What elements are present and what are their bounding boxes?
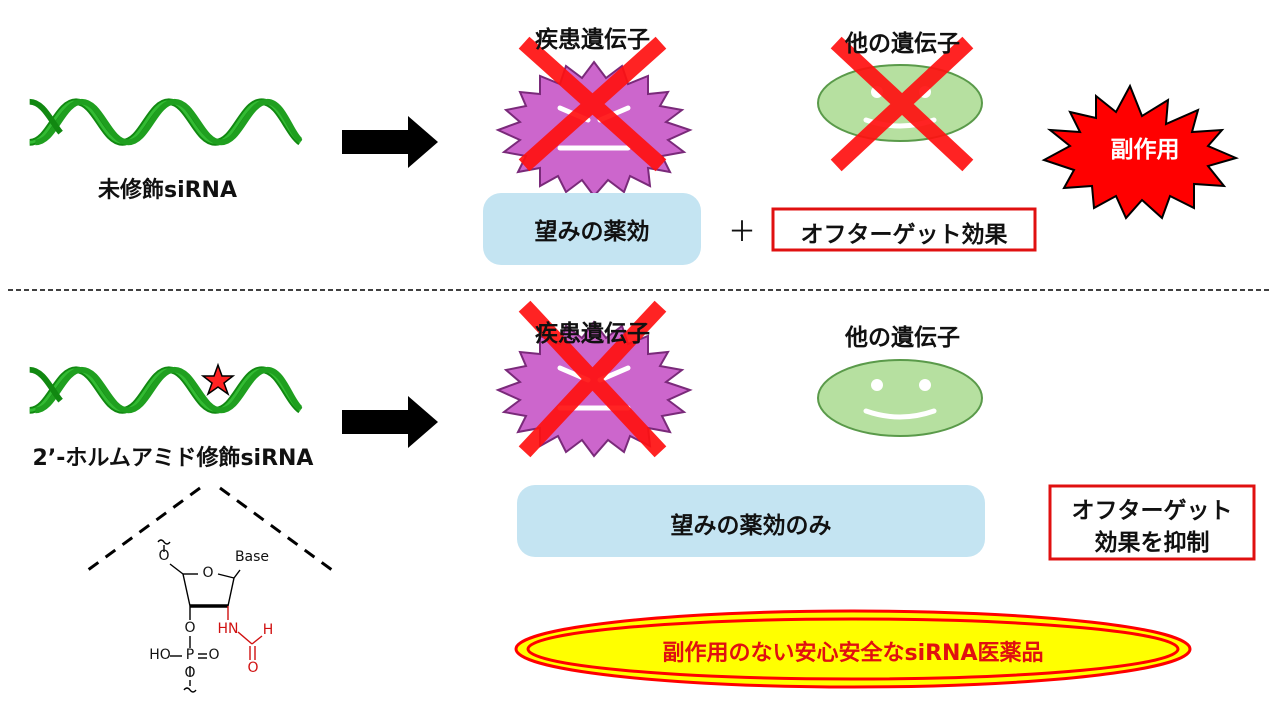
atom-p: P <box>185 647 195 663</box>
desired-effect-only-box <box>517 485 985 557</box>
sirna-label-bottom: 2’-ホルムアミド修飾siRNA <box>32 446 314 471</box>
disease-gene-icon-top <box>495 60 693 198</box>
atom-carbonyl-o: O <box>247 660 259 676</box>
helix-modified <box>30 362 301 410</box>
atom-o3: O <box>184 620 196 636</box>
arrow-top <box>342 116 438 168</box>
arrow-bottom <box>342 396 438 448</box>
side-effect-label: 副作用 <box>1110 137 1180 163</box>
chemical-structure <box>157 539 263 693</box>
cross-icon <box>518 36 667 172</box>
suppress-box <box>1048 484 1256 561</box>
suppress-label-line2: 効果を抑制 <box>1094 530 1210 556</box>
disease-gene-label-bottom: 疾患遺伝子 <box>535 321 650 347</box>
conclusion-ellipse <box>514 609 1192 689</box>
atom-o5: O <box>158 548 170 564</box>
desired-effect-top: 望みの薬効 <box>534 219 650 245</box>
side-effect-burst <box>1041 83 1239 220</box>
desired-effect-only-label: 望みの薬効のみ <box>670 513 832 539</box>
suppress-label-line1: オフターゲット <box>1071 498 1233 524</box>
conclusion-label: 副作用のない安心安全なsiRNA医薬品 <box>662 641 1044 666</box>
atom-base: Base <box>234 549 270 565</box>
atom-o-bottom: O <box>184 665 196 681</box>
atom-hn: HN <box>217 621 239 637</box>
other-gene-label-bottom: 他の遺伝子 <box>845 325 960 351</box>
atom-ho: HO <box>149 647 171 663</box>
helix-unmodified <box>30 102 301 143</box>
zoom-lines <box>87 486 333 572</box>
plus-sign: ＋ <box>727 215 756 248</box>
off-target-label: オフターゲット効果 <box>800 222 1008 248</box>
atom-ring-o: O <box>202 565 214 581</box>
cross-icon <box>830 36 974 172</box>
sirna-label-top: 未修飾siRNA <box>97 178 237 203</box>
other-gene-label-top: 他の遺伝子 <box>845 31 960 57</box>
desired-effect-box-top <box>483 193 701 265</box>
atom-eq-o: O <box>208 647 220 663</box>
face-icon-bottom <box>817 359 983 437</box>
atom-h: H <box>262 622 274 638</box>
cross-icon <box>518 300 667 458</box>
disease-gene-label-top: 疾患遺伝子 <box>535 27 650 53</box>
off-target-box <box>771 207 1037 252</box>
